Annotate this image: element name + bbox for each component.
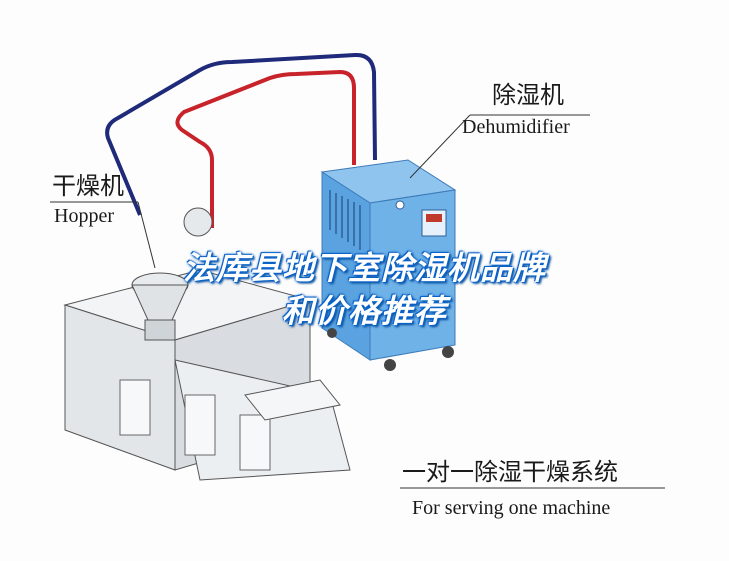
supply-pipe-red (175, 70, 356, 228)
banner-title-line2: 和价格推荐 (281, 292, 447, 330)
hopper-label-en: Hopper (54, 205, 114, 227)
dehumidifier-unit (320, 159, 457, 371)
dehumidifier-label-en: Dehumidifier (462, 116, 570, 138)
dehumidifier-leader (409, 114, 471, 179)
system-label-cn: 一对一除湿干燥系统 (402, 458, 618, 486)
system-label-en: For serving one machine (412, 497, 610, 519)
molding-machine (63, 207, 351, 481)
hopper-leader (137, 201, 156, 269)
hopper-label-cn: 干燥机 (52, 172, 124, 200)
return-pipe-blue (105, 52, 377, 216)
banner-title-line1: 法库县地下室除湿机品牌 (182, 249, 546, 287)
dehumidifier-label-cn: 除湿机 (492, 81, 564, 109)
